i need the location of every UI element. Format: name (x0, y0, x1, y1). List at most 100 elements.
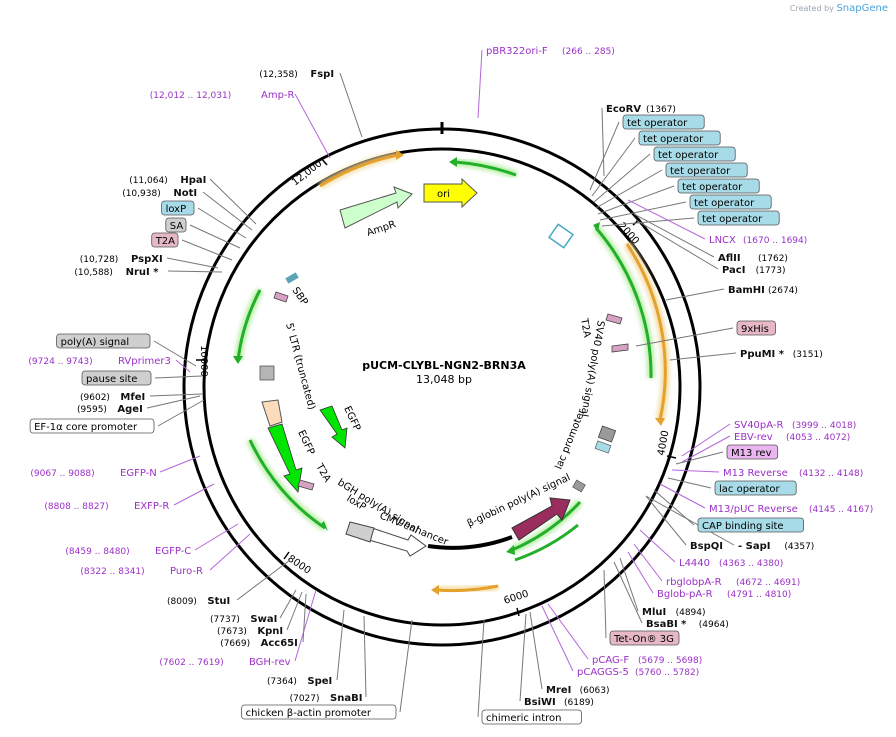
label-agei[interactable]: AgeI(9595) (77, 404, 143, 415)
bamhi-name: BamHI (728, 285, 765, 296)
leader-sv40pa (681, 423, 731, 457)
label-t2a_box[interactable]: T2A (151, 232, 179, 248)
label-pspxi[interactable]: PspXI(10,728) (80, 254, 163, 265)
label-egfpn[interactable]: EGFP-N(9067 .. 9088) (30, 468, 156, 479)
label-ppumi[interactable]: PpuMI *(3151) (740, 349, 823, 360)
label-hpai[interactable]: HpaI(11,064) (129, 175, 206, 186)
label-sa[interactable]: SA (165, 217, 187, 233)
label-m13puc[interactable]: M13/pUC Reverse(4145 .. 4167) (709, 504, 873, 515)
swai-position: (7737) (210, 615, 240, 625)
label-snabi[interactable]: SnaBI(7027) (290, 693, 363, 704)
label-cbap[interactable]: chicken β-actin promoter (241, 704, 397, 720)
sv40pa-name: SV40pA-R (734, 420, 783, 431)
label-pcagf[interactable]: pCAG-F(5679 .. 5698) (592, 655, 702, 666)
label-ampr_primer[interactable]: Amp-R(12,012 .. 12,031) (150, 90, 295, 101)
label-pbr322[interactable]: pBR322ori-F(266 .. 285) (486, 46, 615, 57)
rvprimer3-name: RVprimer3 (118, 356, 171, 367)
label-rvprimer3[interactable]: RVprimer3(9724 .. 9743) (28, 356, 170, 367)
label-his[interactable]: 9xHis (736, 320, 776, 336)
green-arrowhead-lower-left (321, 521, 328, 531)
label-acc65i[interactable]: Acc65I(7669) (220, 638, 298, 649)
label-bsabi[interactable]: BsaBI *(4964) (646, 619, 729, 630)
leader-ecorv (601, 107, 605, 177)
label-polya[interactable]: poly(A) signal (56, 333, 151, 349)
leader-egfpn (159, 455, 201, 473)
bsabi-position: (4964) (699, 620, 729, 630)
sa-feature (259, 365, 275, 381)
label-exfpr[interactable]: EXFP-R(8808 .. 8827) (44, 501, 169, 512)
fspi-name: FspI (310, 69, 334, 80)
label-lacop[interactable]: lac operator (714, 480, 797, 496)
label-l4440[interactable]: L4440(4363 .. 4380) (679, 558, 783, 569)
label-mlui[interactable]: MluI(4894) (642, 607, 706, 618)
lacop-box (714, 480, 797, 496)
loxp_box-box (161, 200, 195, 216)
green-arrowhead-right-top (593, 222, 600, 232)
leader-sa (189, 224, 241, 249)
label-loxp_box[interactable]: loxP (161, 200, 195, 216)
label-m13rev[interactable]: M13 rev (726, 444, 779, 460)
label-tet7[interactable]: tet operator (697, 210, 780, 226)
label-chim[interactable]: chimeric intron (481, 709, 582, 725)
label-mrei[interactable]: MreI(6063) (546, 685, 610, 696)
leader-pspxi (166, 257, 219, 269)
backbone-outer-ring (182, 127, 702, 647)
label-bamhi[interactable]: BamHI(2674) (728, 285, 798, 296)
label-tet3[interactable]: tet operator (653, 146, 736, 162)
swai-name: SwaI (250, 614, 277, 625)
label-paci[interactable]: PacI(1773) (722, 265, 786, 276)
leader-acc65i (302, 593, 307, 643)
sv40pa-position: (3999 .. 4018) (792, 421, 856, 431)
label-egfpc[interactable]: EGFP-C(8459 .. 8480) (65, 546, 191, 557)
label-puror[interactable]: Puro-R(8322 .. 8341) (80, 566, 203, 577)
brand-name[interactable]: SnapGene (836, 3, 888, 14)
label-bsiwi[interactable]: BsiWI(6189) (524, 697, 594, 708)
label-rbglob[interactable]: rbglobpA-R(4672 .. 4691) (666, 577, 800, 588)
label-aflii[interactable]: AflII(1762) (718, 253, 788, 264)
label-sapi[interactable]: - SapI(4357) (738, 541, 814, 552)
label-bghrev[interactable]: BGH-rev(7602 .. 7619) (159, 657, 290, 668)
label-pcaggs[interactable]: pCAGGS-5(5760 .. 5782) (577, 667, 699, 678)
label-tet5[interactable]: tet operator (677, 178, 760, 194)
label-lncx[interactable]: LNCX(1670 .. 1694) (709, 235, 807, 246)
label-pause[interactable]: pause site (81, 370, 152, 386)
leader-mfei (149, 393, 203, 397)
lac-operator-feature (597, 425, 617, 443)
label-ecorv[interactable]: EcoRV(1367) (606, 104, 676, 115)
label-bglob[interactable]: Bglob-pA-R(4791 .. 4810) (657, 589, 791, 600)
label-swai[interactable]: SwaI (7737) (210, 614, 277, 625)
sbp-label: SBP (290, 285, 310, 307)
label-tet2[interactable]: tet operator (638, 130, 721, 146)
label-tet6[interactable]: tet operator (689, 194, 772, 210)
label-stui[interactable]: StuI(8009) (167, 596, 230, 607)
t2a-label-a: T2A (313, 461, 333, 484)
ecorv-position: (1367) (646, 105, 676, 115)
label-spei[interactable]: SpeI(7364) (267, 676, 332, 687)
label-noti[interactable]: NotI(10,938) (122, 188, 197, 199)
label-cap[interactable]: CAP binding site (697, 517, 804, 533)
label-bspqi[interactable]: BspQI (690, 541, 723, 552)
label-sv40pa[interactable]: SV40pA-R (3999 .. 4018) (734, 420, 856, 431)
ppumi-name: PpuMI * (740, 349, 785, 360)
leader-ef1a (157, 399, 205, 427)
pspxi-name: PspXI (131, 254, 163, 265)
label-ef1a[interactable]: EF-1α core promoter (29, 418, 155, 434)
l4440-position: (4363 .. 4380) (719, 559, 783, 569)
label-kpni[interactable]: KpnI(7673) (217, 626, 283, 637)
label-teton[interactable]: Tet-On® 3G (609, 630, 680, 646)
label-mfei[interactable]: MfeI(9602) (80, 392, 145, 403)
label-tet4[interactable]: tet operator (665, 162, 748, 178)
label-ebvrev[interactable]: EBV-rev(4053 .. 4072) (734, 432, 850, 443)
egfpc-name: EGFP-C (155, 546, 191, 557)
leader-pcaggs (541, 605, 574, 672)
label-fspi[interactable]: FspI(12,358) (259, 69, 334, 80)
acc65i-name: Acc65I (261, 638, 298, 649)
label-nrui[interactable]: NruI *(10,588) (74, 267, 159, 278)
label-tet1[interactable]: tet operator (622, 114, 705, 130)
t2a-label-b: T2A (578, 317, 592, 339)
leader-tet1 (589, 121, 620, 191)
tet4-box (665, 162, 748, 178)
feature-labels: FspI(12,358) Amp-R(12,012 .. 12,031) pBR32… (28, 46, 873, 725)
label-m13reverse[interactable]: M13 Reverse(4132 .. 4148) (723, 468, 863, 479)
